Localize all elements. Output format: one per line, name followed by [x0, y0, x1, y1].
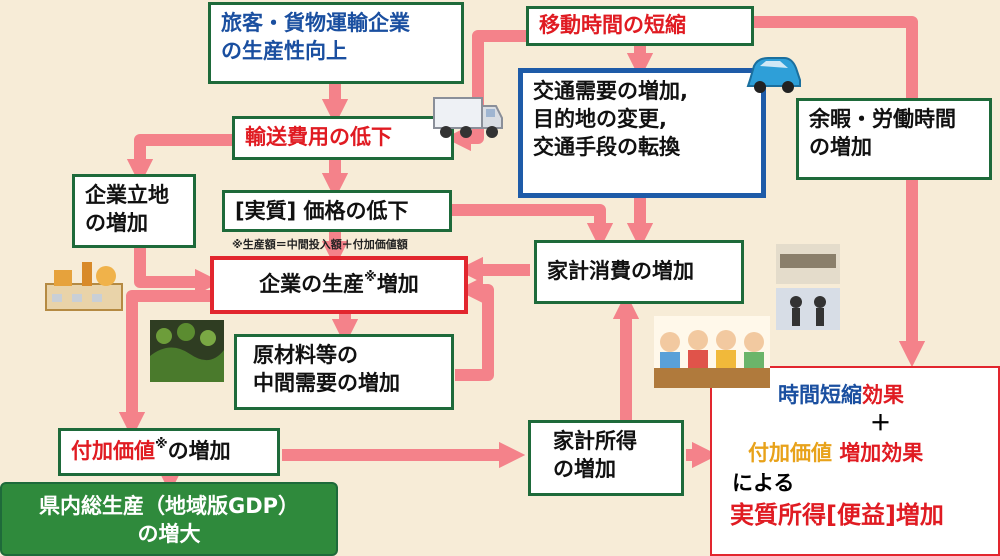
- household-income-box: 家計所得 の増加: [528, 420, 684, 496]
- arrow-materials-loop: [455, 276, 494, 381]
- materials-line-2: 中間需要の増加: [253, 371, 400, 395]
- effects-line-1: 時間短縮効果: [778, 380, 904, 410]
- diners-icon: [654, 316, 770, 388]
- gdp-box: 県内総生産（地域版GDP） の増大: [0, 482, 338, 556]
- crop-field-icon: [150, 320, 224, 382]
- price-box: [実質] 価格の低下: [222, 190, 452, 232]
- location-line-2: の増加: [85, 211, 148, 235]
- value-added-effect: 増加効果: [839, 441, 924, 465]
- transport-cost-box: 輸送費用の低下: [232, 116, 454, 160]
- effects-by: による: [732, 471, 795, 495]
- travel-time-box: 移動時間の短縮: [526, 6, 754, 46]
- productivity-box: 旅客・貨物運輸企業 の生産性向上: [208, 2, 464, 84]
- value-added-mark: ※: [155, 437, 168, 452]
- production-label: 企業の生産: [259, 272, 365, 296]
- real-income-label: 実質所得[便益]増加: [730, 501, 944, 529]
- time-saving-label: 時間短縮: [778, 383, 862, 407]
- productivity-line-1: 旅客・貨物運輸企業: [221, 11, 410, 35]
- plus-sign: ＋: [870, 411, 891, 435]
- value-added-box: 付加価値※の増加: [58, 428, 280, 476]
- productivity-line-2: の生産性向上: [221, 39, 347, 63]
- time-saving-effect: 効果: [862, 383, 904, 407]
- household-consumption-box: 家計消費の増加: [534, 240, 744, 304]
- location-line-1: 企業立地: [85, 183, 169, 207]
- arrow-cost-to-location: [126, 134, 232, 186]
- gdp-line-1: 県内総生産（地域版GDP）: [38, 494, 300, 518]
- car-icon: [746, 57, 801, 93]
- truck-icon: [433, 97, 503, 138]
- value-added-label: 付加価値: [71, 439, 155, 463]
- commuters-icon: [776, 244, 840, 330]
- value-added-effect-label: 付加価値: [748, 441, 832, 465]
- gdp-line-2: の増大: [137, 522, 201, 546]
- household-consumption-label: 家計消費の増加: [547, 259, 694, 283]
- leisure-line-2: の増加: [809, 135, 872, 159]
- materials-line-1: 原材料等の: [253, 343, 358, 367]
- materials-box: 原材料等の 中間需要の増加: [234, 334, 454, 410]
- transport-cost-label: 輸送費用の低下: [245, 125, 392, 149]
- price-label: [実質] 価格の低下: [235, 199, 409, 223]
- traffic-demand-line-1: 交通需要の増加,: [533, 79, 688, 103]
- location-box: 企業立地 の増加: [72, 174, 196, 248]
- production-mark: ※: [364, 270, 377, 285]
- effects-box: 時間短縮効果 ＋ 付加価値 増加効果 による 実質所得[便益]増加: [710, 366, 1000, 556]
- value-added-tail: の増加: [167, 439, 231, 463]
- arrow-time-to-effects: [752, 16, 926, 368]
- leisure-line-1: 余暇・労働時間: [809, 107, 956, 131]
- arrow-production-to-value: [118, 290, 212, 439]
- travel-time-label: 移動時間の短縮: [539, 13, 686, 37]
- traffic-demand-line-2: 目的地の変更,: [533, 107, 667, 131]
- leisure-box: 余暇・労働時間 の増加: [796, 98, 992, 180]
- arrow-location-to-production: [134, 246, 222, 296]
- traffic-demand-box: 交通需要の増加, 目的地の変更, 交通手段の転換: [518, 68, 766, 198]
- household-income-line-1: 家計所得: [553, 429, 637, 453]
- factory-icon: [45, 262, 123, 311]
- traffic-demand-line-3: 交通手段の転換: [533, 135, 680, 159]
- production-note: ※生産額＝中間投入額＋付加価値額: [232, 238, 408, 251]
- household-income-line-2: の増加: [553, 457, 616, 481]
- effects-line-2: 付加価値 増加効果: [748, 438, 923, 468]
- arrow-time-to-cost: [444, 30, 530, 152]
- production-box: 企業の生産※増加: [210, 256, 468, 314]
- production-tail: 増加: [376, 272, 419, 296]
- arrow-price-to-consumption: [452, 204, 614, 250]
